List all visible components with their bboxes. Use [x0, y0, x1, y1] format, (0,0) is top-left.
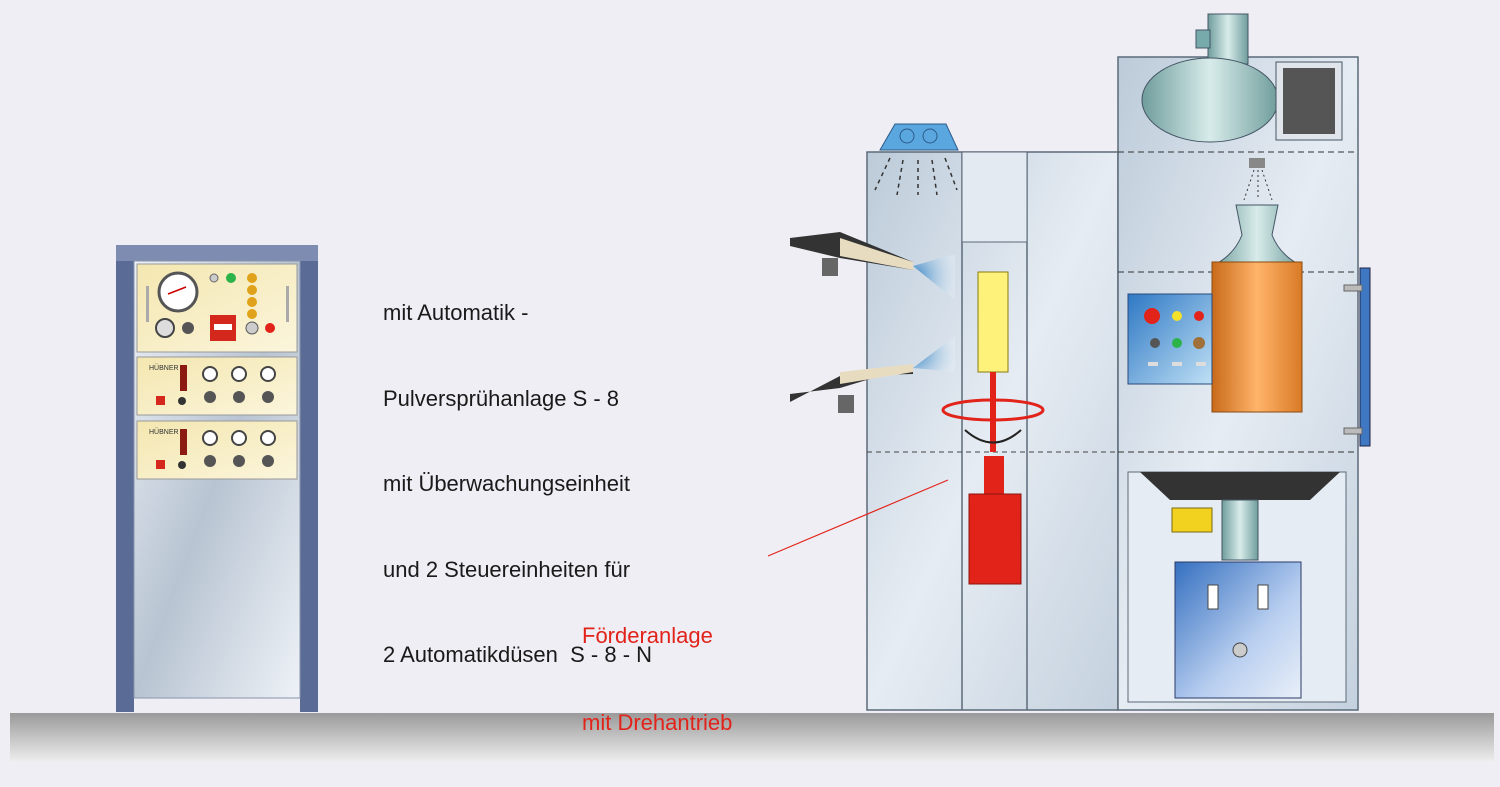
- gauge-icon: [157, 271, 199, 313]
- sieve-plate: [1140, 472, 1340, 500]
- callout-line: mit Drehantrieb: [582, 710, 733, 735]
- conveyor-callout: Förderanlage mit Drehantrieb: [582, 563, 732, 766]
- spray-gun-2: [790, 336, 955, 413]
- spray-gun-1: [790, 232, 955, 300]
- conveyor-shaft: [990, 372, 996, 452]
- powder-tank: [1211, 261, 1303, 413]
- fan-housing: [1141, 57, 1279, 143]
- spray-cone-2: [913, 336, 955, 372]
- description-line: mit Automatik -: [383, 300, 529, 325]
- floor: [10, 713, 1494, 763]
- red-lamp-icon: [265, 323, 275, 333]
- brand-label-1: HÜBNER: [149, 364, 179, 372]
- conveyor-drive: [968, 493, 1022, 585]
- door-handle: [1359, 267, 1371, 447]
- description-line: mit Überwachungseinheit: [383, 471, 631, 496]
- description-line: und 2 Steuereinheiten für: [383, 556, 631, 582]
- powder-unit: [1117, 13, 1371, 711]
- control-unit-2: HÜBNER: [136, 420, 298, 480]
- description-line: 2 Automatikdüsen S - 8 - N: [383, 642, 653, 667]
- rotation-arrow-icon: [941, 398, 1045, 422]
- fan-motor: [1207, 13, 1249, 65]
- vibrator-motor: [1171, 507, 1213, 533]
- description-line: Pulversprühanlage S - 8: [383, 385, 620, 411]
- callout-leader-line: [767, 479, 949, 557]
- control-cabinet: HÜBNER HÜBNER: [116, 245, 318, 712]
- callout-line: Förderanlage: [582, 623, 713, 648]
- control-unit-1: HÜBNER: [136, 356, 298, 416]
- system-description: mit Automatik - Pulversprühanlage S - 8 …: [383, 242, 803, 698]
- booth-lamp-icon: [879, 123, 959, 151]
- green-lamp-icon: [226, 273, 236, 283]
- powder-container: [1174, 561, 1302, 699]
- workpiece: [977, 271, 1009, 373]
- spray-cone-1: [913, 254, 955, 300]
- brand-label-2: HÜBNER: [149, 428, 179, 436]
- spray-booth: [767, 123, 1119, 711]
